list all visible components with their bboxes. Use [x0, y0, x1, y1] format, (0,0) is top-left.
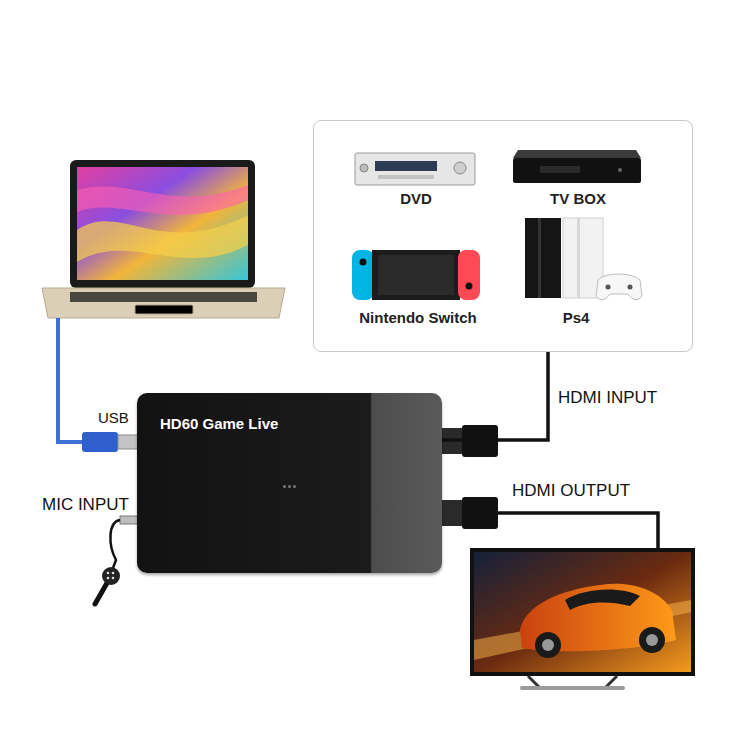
switch-joycon-left — [352, 250, 374, 300]
car-wheel — [639, 627, 665, 653]
ps4-stick — [628, 285, 633, 290]
switch-joycon-right — [458, 250, 480, 300]
dvd-knob — [360, 164, 368, 172]
dvd-player — [355, 153, 475, 185]
tv-stand — [520, 686, 625, 690]
mic-mesh — [107, 572, 110, 575]
ps4-stick — [606, 285, 611, 290]
car-window — [565, 590, 640, 610]
indicator-dot — [283, 485, 286, 488]
tv-box — [513, 158, 641, 183]
tv-screen — [474, 552, 691, 672]
ps4-groove — [577, 218, 580, 298]
mic-mesh — [112, 572, 115, 575]
mic-jack — [120, 516, 138, 524]
port-label: MIC INPUT — [42, 495, 129, 515]
screen-wave — [77, 185, 248, 215]
tv-box-led — [618, 168, 622, 172]
port-label: HDMI OUTPUT — [512, 481, 630, 501]
hdmi-plug — [442, 500, 464, 526]
switch-screen — [378, 255, 454, 295]
device-panel: DVD TV BOX Nintendo Switch Ps4 — [313, 120, 693, 352]
ps4-console-black — [525, 218, 561, 298]
switch-stick — [360, 259, 367, 266]
switch-stick — [466, 283, 473, 290]
device-label: TV BOX — [550, 190, 606, 208]
ps4-controller — [596, 274, 642, 300]
device-label: Nintendo Switch — [359, 309, 477, 327]
port-label: HDMI INPUT — [556, 388, 659, 408]
tv-box-top — [513, 150, 641, 158]
car-wheel — [535, 632, 561, 658]
mic-mesh — [107, 577, 110, 580]
indicator-dot — [293, 485, 296, 488]
dvd-knob — [454, 162, 466, 174]
laptop-keyboard — [70, 292, 257, 302]
device-label: DVD — [400, 190, 432, 208]
mic-mesh — [112, 577, 115, 580]
product-name: HD60 Game Live — [160, 415, 278, 433]
mic-handle — [95, 583, 107, 604]
port-label: USB — [98, 409, 129, 427]
usb-plug-metal — [118, 435, 138, 449]
hdmi-output-cable — [498, 513, 658, 548]
car-hub — [646, 634, 658, 646]
mic-head — [102, 567, 120, 585]
indicator-dot — [288, 485, 291, 488]
switch-body — [372, 250, 460, 300]
laptop-bezel — [70, 160, 255, 288]
capture-box: HD60 Game Live — [137, 393, 442, 573]
tv-bezel — [470, 548, 695, 676]
usb-plug — [82, 432, 118, 452]
usb-cable — [58, 318, 84, 442]
laptop-touchpad — [135, 305, 193, 314]
screen-wave — [77, 215, 248, 262]
dvd-display — [375, 161, 437, 171]
hdmi-plug — [462, 497, 498, 529]
ps4-groove — [538, 218, 541, 298]
tv-box-display — [540, 166, 580, 173]
laptop-screen — [77, 167, 248, 280]
hdmi-input-cable — [442, 352, 548, 440]
dvd-tray — [378, 175, 434, 179]
device-label: Ps4 — [563, 309, 590, 327]
car-hub — [542, 639, 554, 651]
laptop-base — [42, 288, 285, 318]
mic-cable — [110, 520, 120, 568]
